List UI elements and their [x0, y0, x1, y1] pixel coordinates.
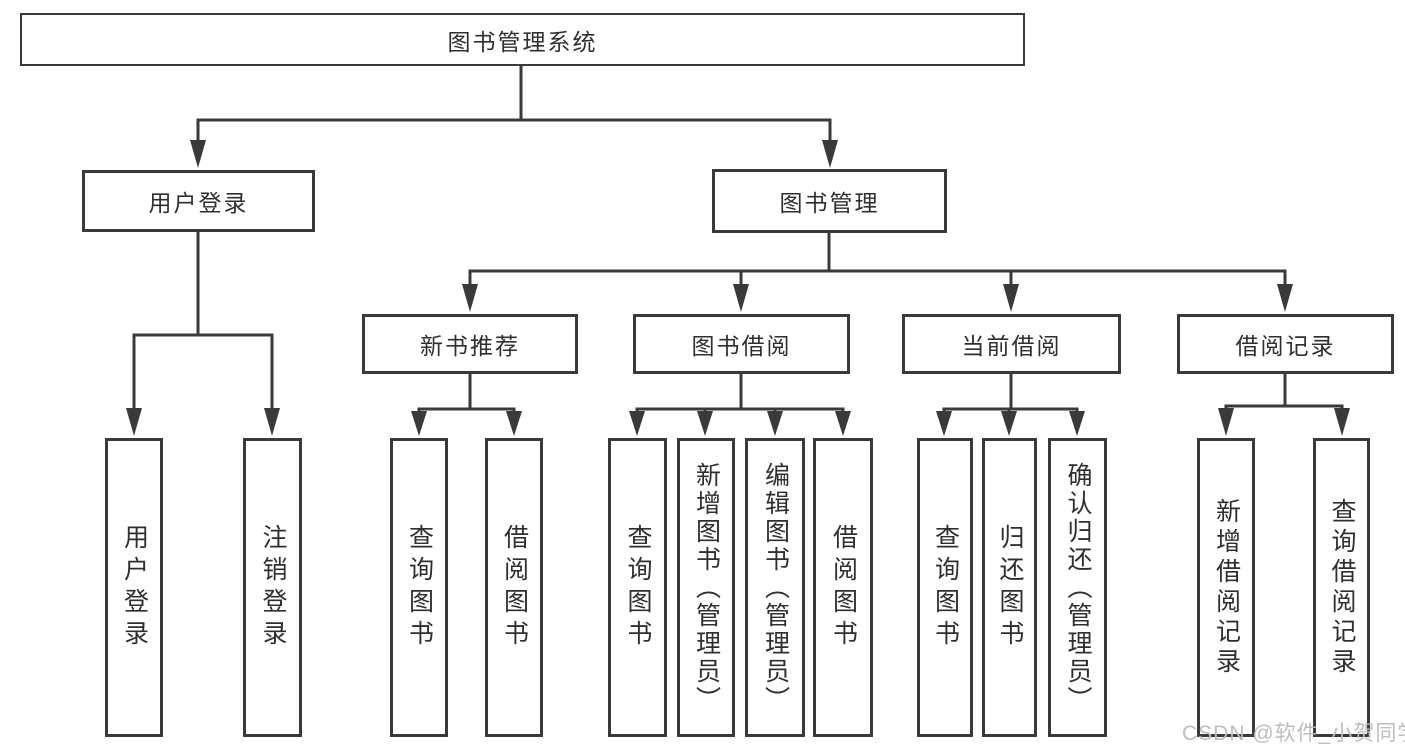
node-label: 用户登录: [148, 190, 249, 216]
node-leaf-add-borrow-record: 新增借阅记录: [1197, 438, 1255, 737]
node-leaf-add-books-admin: 新增图书（管理员）: [677, 438, 735, 737]
node-label: 借阅图书: [829, 523, 858, 652]
node-leaf-return-books: 归还图书: [982, 438, 1037, 737]
node-label: 新增图书（管理员）: [692, 461, 721, 714]
node-leaf-borrow-books-recommend: 借阅图书: [485, 438, 543, 737]
node-label: 图书管理: [779, 190, 880, 216]
arrowheads: [126, 140, 1350, 436]
node-label: 借阅图书: [500, 523, 529, 652]
node-user-login-module: 用户登录: [82, 170, 315, 232]
node-book-borrowing: 图书借阅: [633, 314, 850, 374]
node-root-label: 图书管理系统: [447, 28, 598, 55]
node-label: 查询图书: [405, 523, 434, 652]
node-label: 编辑图书（管理员）: [761, 461, 790, 714]
node-label: 确认归还（管理员）: [1064, 461, 1092, 714]
connector-segments: [132, 66, 1344, 414]
node-leaf-query-borrow-record: 查询借阅记录: [1313, 438, 1370, 737]
node-label: 查询图书: [931, 523, 960, 652]
node-label: 图书借阅: [691, 333, 792, 359]
node-leaf-borrow-books: 借阅图书: [813, 438, 873, 737]
node-label: 当前借阅: [961, 333, 1062, 359]
node-leaf-query-books-recommend: 查询图书: [390, 438, 448, 737]
node-borrowing-records: 借阅记录: [1177, 314, 1394, 374]
csdn-watermark: CSDN @软件_小贺同学: [1182, 722, 1405, 745]
node-current-borrowing: 当前借阅: [902, 314, 1121, 374]
node-label: 用户登录: [120, 523, 149, 652]
node-leaf-query-books-current: 查询图书: [917, 438, 973, 737]
node-label: 查询借阅记录: [1328, 497, 1356, 678]
node-label: 查询图书: [624, 523, 652, 652]
node-leaf-edit-books-admin: 编辑图书（管理员）: [745, 438, 805, 737]
node-leaf-logout: 注销登录: [243, 438, 302, 737]
node-label: 归还图书: [996, 523, 1024, 652]
node-label: 注销登录: [259, 523, 287, 652]
node-label: 新增借阅记录: [1212, 497, 1241, 678]
node-label: 借阅记录: [1235, 333, 1336, 359]
node-book-management-module: 图书管理: [712, 169, 947, 233]
node-leaf-query-books-borrowing: 查询图书: [608, 438, 667, 737]
node-new-book-recommend: 新书推荐: [362, 314, 578, 374]
node-root-system: 图书管理系统: [20, 13, 1025, 66]
node-leaf-confirm-return-admin: 确认归还（管理员）: [1048, 438, 1107, 737]
node-leaf-user-login: 用户登录: [105, 438, 163, 737]
node-label: 新书推荐: [420, 333, 520, 359]
